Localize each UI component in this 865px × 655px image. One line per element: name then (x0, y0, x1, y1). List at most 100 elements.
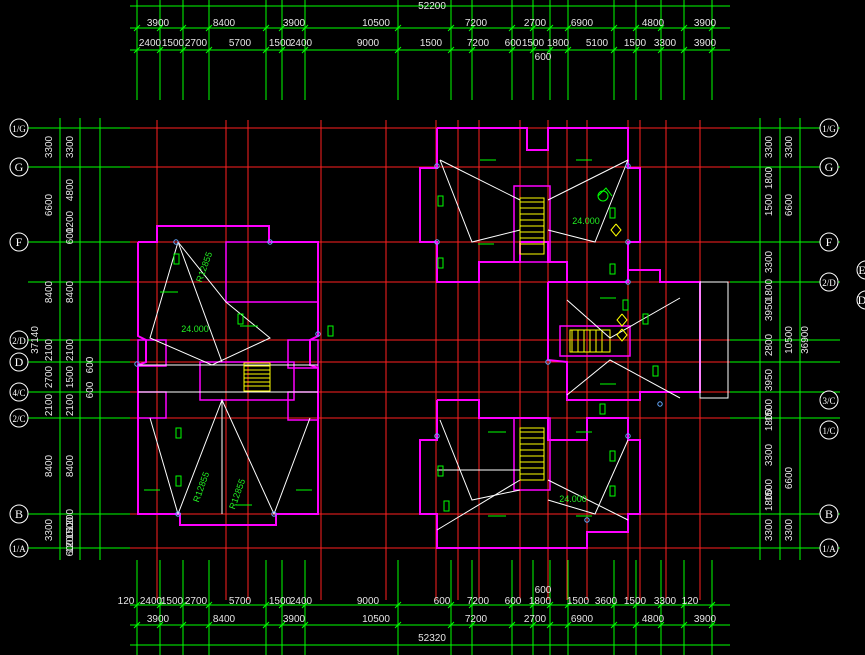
tick-mark (529, 601, 537, 609)
dim-text-left-outer: 2100 (44, 393, 55, 416)
dim-text-top-row2: 3900 (694, 38, 717, 49)
dim-text-top-row1: 3900 (147, 18, 170, 29)
dim-text-right-inner: 1500 (764, 193, 775, 216)
tick-mark (708, 621, 716, 629)
dim-text-left-inner: 600 (65, 227, 76, 244)
stair-bottom (519, 427, 545, 481)
tick-mark (657, 621, 665, 629)
tick-mark (564, 46, 572, 54)
dim-text-top-row2: 7200 (467, 38, 490, 49)
beam-marker (652, 365, 659, 377)
axis-bubble-left (9, 330, 29, 350)
tick-mark (468, 46, 476, 54)
slab-line-left-c (177, 241, 223, 363)
section-marker (597, 190, 609, 202)
axis-label-left: G (15, 160, 24, 174)
tick-mark (447, 46, 455, 54)
dim-text-bottom-row2: 3900 (283, 614, 306, 625)
axis-label-right: 1/G (822, 124, 836, 134)
dim-text-top-row1: 3900 (694, 18, 717, 29)
beam-marker (609, 485, 616, 497)
dim-text-top-total: 52200 (418, 1, 446, 12)
tick-mark (156, 621, 164, 629)
dim-text-left-inner: 1200 (65, 530, 76, 553)
axis-label-left: D (15, 355, 24, 369)
tick-mark (179, 621, 187, 629)
slope-label-left-top: R12855 (194, 250, 214, 283)
dim-text-bottom-row1: 3600 (595, 596, 618, 607)
stair-core-top (513, 185, 551, 263)
column-marker (625, 433, 631, 439)
dim-text-top-row2: 5700 (229, 38, 252, 49)
slab-line-mid-b (566, 359, 681, 399)
dim-text-top-row2: 3300 (654, 38, 677, 49)
slab-label-right-bottom: 24.000 (559, 494, 587, 504)
tick-mark (205, 621, 213, 629)
dim-text-bottom-row1: 1500 (161, 596, 184, 607)
axis-bubble-left (9, 232, 29, 252)
column-marker (625, 163, 631, 169)
dim-text-top-row2: 1800 (547, 38, 570, 49)
tick-mark (708, 601, 716, 609)
slab-line-left-a (149, 241, 271, 366)
dim-text-bottom-row2: 10500 (362, 614, 390, 625)
axis-bubble-left (9, 118, 29, 138)
dim-text-left-inner: 8400 (65, 454, 76, 477)
room-left-upper (225, 241, 319, 303)
dim-text-left-inner: 1200 (65, 508, 76, 531)
axis-bubble-right (819, 232, 839, 252)
tick-mark (508, 24, 516, 32)
axis-bubble-edge (856, 290, 865, 310)
wall-left-building (137, 225, 319, 526)
axis-label-right: F (826, 235, 833, 249)
dim-text-bottom-row1: 1500 (567, 596, 590, 607)
dim-text-top-mid: 600 (535, 52, 552, 63)
dim-text-right-inner: 3950 (764, 298, 775, 321)
dim-text-top-row2: 5100 (586, 38, 609, 49)
tick-mark (262, 46, 270, 54)
axis-label-right: G (825, 160, 834, 174)
dim-text-left-inner: 3300 (65, 135, 76, 158)
column-marker (584, 517, 590, 523)
tick-mark (680, 601, 688, 609)
dim-text-right-inner: 3300 (764, 250, 775, 273)
tick-mark (156, 46, 164, 54)
column-marker (315, 331, 321, 337)
tick-mark (529, 621, 537, 629)
beam-marker (437, 465, 444, 477)
axis-bubble-right (819, 538, 839, 558)
dim-text-left-inner: 1500 (65, 516, 76, 539)
dim-text-top-row2: 1500 (162, 38, 185, 49)
tick-mark (610, 46, 618, 54)
dim-text-top-row1: 6900 (571, 18, 594, 29)
tick-mark (301, 621, 309, 629)
tick-mark (394, 621, 402, 629)
dim-text-bottom-row2: 2700 (524, 614, 547, 625)
tick-mark (447, 621, 455, 629)
axis-label-left: 2/C (12, 414, 25, 424)
axis-label-left: B (15, 507, 23, 521)
dim-text-bottom-row2: 3900 (147, 614, 170, 625)
axis-bubble-right (819, 504, 839, 524)
beam-marker (609, 450, 616, 462)
tick-mark (179, 601, 187, 609)
column-marker (625, 239, 631, 245)
dim-text-bottom-row2: 6900 (571, 614, 594, 625)
tick-mark (508, 46, 516, 54)
tick-mark (278, 621, 286, 629)
tick-mark (632, 621, 640, 629)
tick-mark (133, 621, 141, 629)
stair-core-mid (559, 325, 631, 357)
dim-text-top-row2: 1500 (624, 38, 647, 49)
beam-marker (327, 325, 334, 337)
dim-text-left-outer: 3300 (44, 135, 55, 158)
tick-mark (610, 621, 618, 629)
axis-bubble-right (819, 118, 839, 138)
tick-mark (394, 46, 402, 54)
tick-mark (394, 601, 402, 609)
tick-mark (262, 601, 270, 609)
tick-mark (680, 46, 688, 54)
level-marker (610, 223, 622, 237)
dim-text-bottom-row1: 2400 (140, 596, 163, 607)
